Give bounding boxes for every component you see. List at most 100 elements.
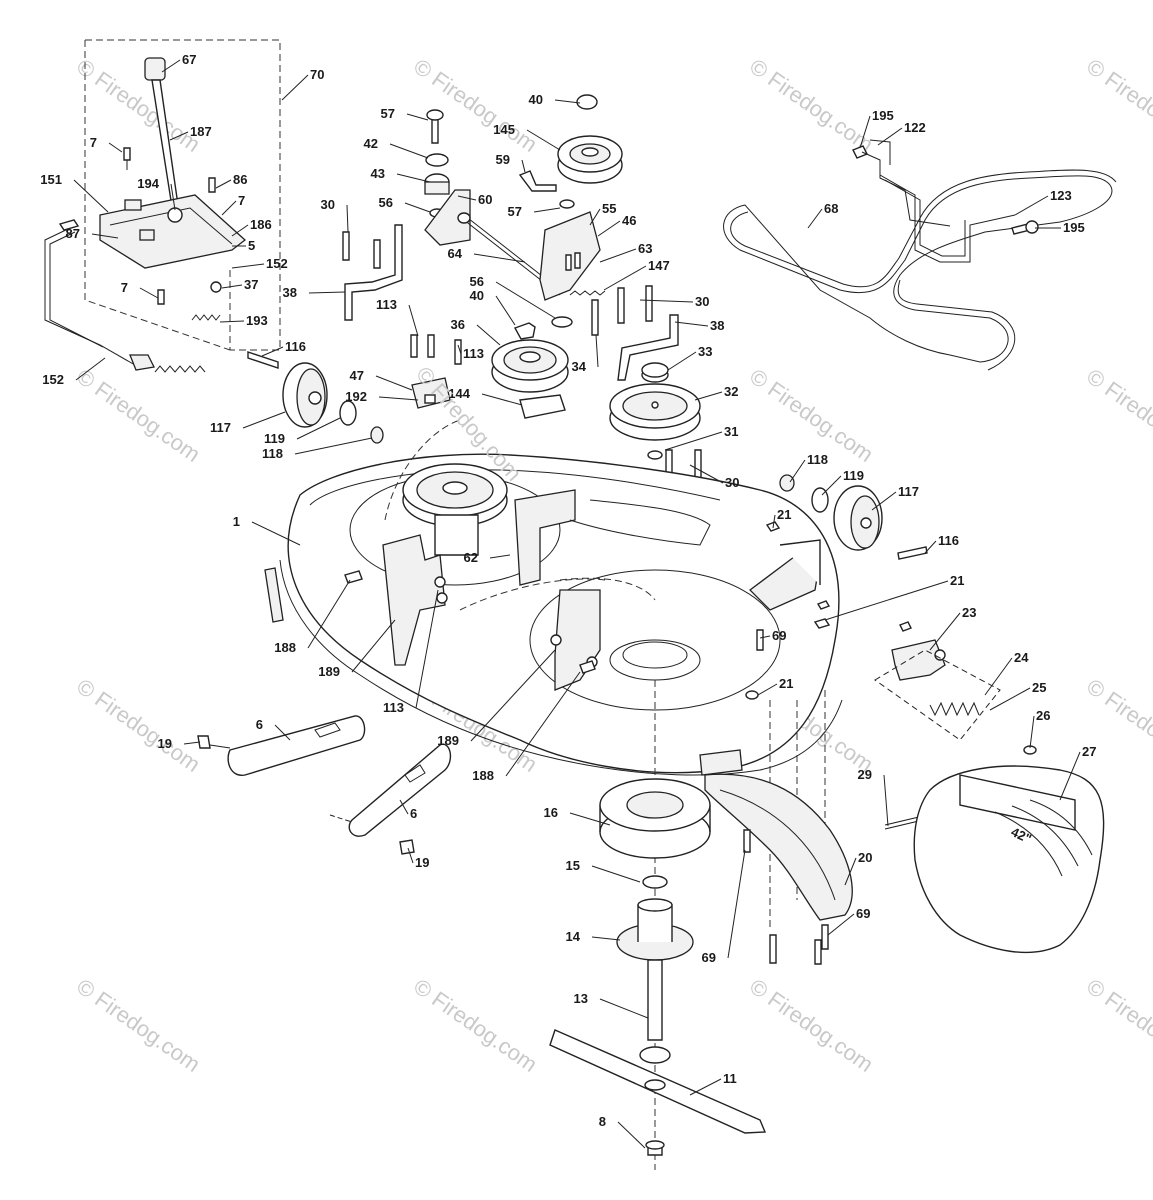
callout-27: 27 [1082, 744, 1096, 759]
callout-40: 40 [529, 92, 543, 107]
mower-deck-shell [264, 419, 843, 776]
watermark: © Firedog.com [1082, 974, 1153, 1077]
callout-leader-6 [274, 724, 291, 741]
callout-leader-21 [772, 514, 776, 529]
right-pulley-assembly [591, 285, 702, 479]
callout-leader-63 [599, 248, 637, 263]
watermark: © Firedog.com [72, 974, 205, 1077]
front-wheel-left [247, 351, 384, 444]
callout-152: 152 [42, 372, 64, 387]
callout-leader-188 [505, 671, 581, 777]
callout-leader-152 [75, 357, 106, 381]
callout-leader-40 [495, 295, 516, 326]
callout-leader-116 [261, 346, 284, 357]
callout-188: 188 [274, 640, 296, 655]
callout-55: 55 [602, 201, 616, 216]
front-wheel-right [779, 474, 928, 560]
callout-21: 21 [950, 573, 964, 588]
callout-leader-26 [1029, 715, 1035, 749]
callout-leader-122 [877, 127, 903, 146]
callout-11: 11 [723, 1071, 737, 1086]
callout-69: 69 [856, 906, 870, 921]
callout-1: 1 [233, 514, 240, 529]
callout-30: 30 [725, 475, 739, 490]
callout-leader-15 [591, 865, 641, 883]
watermark: © Firedog.com [1082, 364, 1153, 467]
callout-leader-47 [375, 375, 413, 391]
discharge-chute-cover: 42" [884, 765, 1105, 954]
callout-leader-113 [457, 344, 462, 355]
callout-34: 34 [572, 359, 587, 374]
leader-lines [73, 59, 1081, 1149]
callout-leader-189 [351, 619, 396, 673]
callout-21: 21 [779, 676, 793, 691]
callout-leader-68 [807, 208, 823, 229]
callout-leader-86 [215, 179, 232, 189]
callout-leader-67 [161, 59, 181, 73]
watermark: © Firedog.com [745, 974, 878, 1077]
callout-leader-113 [408, 304, 419, 337]
callout-189: 189 [318, 664, 340, 679]
callout-leader-119 [296, 417, 341, 440]
callout-leader-56 [404, 202, 431, 213]
callout-119: 119 [843, 468, 864, 483]
idler-pulley [518, 94, 623, 301]
callout-19: 19 [158, 736, 172, 751]
callout-113: 113 [383, 700, 404, 715]
callout-24: 24 [1014, 650, 1029, 665]
callout-leader-30 [639, 299, 694, 303]
callout-32: 32 [724, 384, 738, 399]
callout-38: 38 [710, 318, 724, 333]
callout-113: 113 [376, 297, 397, 312]
callout-leader-31 [664, 431, 723, 451]
callout-leader-57 [406, 113, 429, 121]
callout-leader-38 [674, 321, 709, 327]
callout-leader-42 [389, 143, 429, 159]
callout-leader-24 [984, 657, 1013, 696]
callout-188: 188 [472, 768, 494, 783]
callout-15: 15 [566, 858, 580, 873]
callout-leader-57 [533, 207, 561, 213]
callout-147: 147 [648, 258, 670, 273]
deck-arms [197, 715, 452, 855]
callout-leader-59 [521, 159, 526, 173]
callout-leader-36 [476, 324, 501, 346]
callout-leader-21 [824, 580, 949, 621]
callout-leader-69 [759, 635, 771, 639]
callout-117: 117 [210, 420, 231, 435]
callout-193: 193 [246, 313, 268, 328]
callout-leader-117 [871, 491, 897, 511]
callout-14: 14 [566, 929, 581, 944]
callout-leader-195 [859, 115, 871, 149]
callout-leader-29 [883, 774, 889, 827]
callout-118: 118 [262, 446, 283, 461]
callout-leader-70 [281, 74, 309, 101]
callout-60: 60 [478, 192, 492, 207]
callout-70: 70 [310, 67, 324, 82]
callout-13: 13 [574, 991, 588, 1006]
callout-leader-193 [219, 320, 245, 323]
callout-leader-14 [591, 936, 621, 941]
watermark: © Firedog.com [745, 54, 878, 157]
callout-leader-34 [595, 334, 599, 368]
callout-leader-152 [231, 263, 265, 269]
callout-6: 6 [410, 806, 417, 821]
callout-leader-7 [139, 287, 159, 299]
deck-hanger-left [382, 534, 446, 666]
callout-69: 69 [772, 628, 786, 643]
callout-189: 189 [437, 733, 459, 748]
callout-leader-38 [308, 291, 346, 294]
callout-194: 194 [137, 176, 159, 191]
lever-bracket [99, 194, 247, 269]
callout-leader-20 [844, 857, 857, 886]
callout-63: 63 [638, 241, 652, 256]
callout-leader-37 [221, 284, 243, 289]
callout-30: 30 [321, 197, 335, 212]
callout-57: 57 [508, 204, 522, 219]
callout-leader-7 [221, 200, 237, 216]
callout-leader-194 [170, 183, 176, 211]
callout-leader-16 [569, 812, 611, 826]
callout-21: 21 [777, 507, 791, 522]
callout-31: 31 [724, 424, 738, 439]
